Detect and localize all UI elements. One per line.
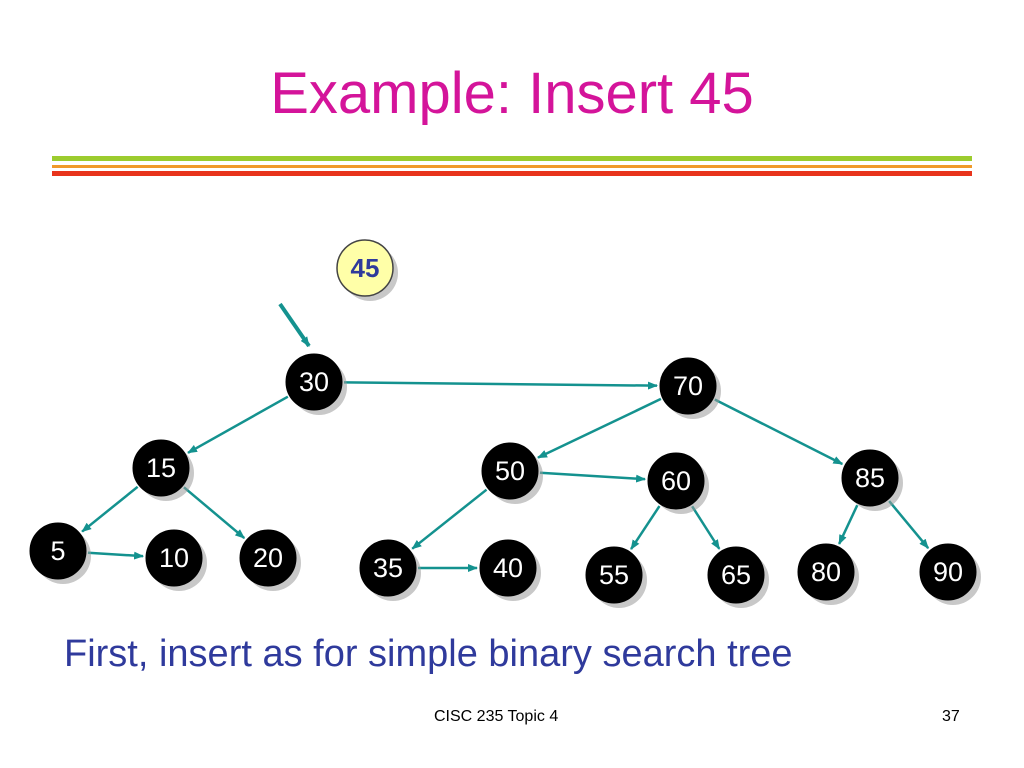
edge-60-to-55: [630, 505, 661, 550]
divider-orange: [52, 165, 972, 168]
node-circle: [336, 239, 394, 297]
node-label: 20: [253, 543, 283, 573]
slide-title: Example: Insert 45: [270, 61, 754, 126]
node-circle: [797, 543, 855, 601]
edge-50-to-60: [539, 471, 647, 483]
edge-15-to-5: [81, 485, 139, 533]
page-number: 37: [942, 708, 960, 725]
tree-node-5: 5: [29, 522, 91, 584]
divider-green: [52, 156, 972, 161]
edge-85-to-90: [888, 500, 930, 549]
tree-node-30: 30: [285, 353, 347, 415]
tree-node-55: 55: [585, 546, 647, 608]
node-circle: [359, 539, 417, 597]
edge-85-to-80: [838, 504, 859, 545]
tree-node-80: 80: [797, 543, 859, 605]
node-label: 80: [811, 557, 841, 587]
node-circle: [132, 439, 190, 497]
tree-node-40: 40: [479, 539, 541, 601]
tree-node-85: 85: [841, 449, 903, 511]
tree-node-15: 15: [132, 439, 194, 501]
node-circle: [841, 449, 899, 507]
edge-5-to-10: [87, 551, 145, 560]
node-label: 10: [159, 543, 189, 573]
edge-60-to-65: [691, 505, 721, 550]
edge-15-to-20: [183, 486, 246, 540]
edge-30-to-15: [187, 395, 289, 454]
tree-node-10: 10: [145, 529, 207, 591]
edge-50-to-35: [411, 488, 488, 550]
new-node-to-insert: 45: [336, 239, 398, 301]
slide-caption: First, insert as for simple binary searc…: [64, 633, 793, 675]
node-label: 85: [855, 463, 885, 493]
edge-30-to-70: [343, 381, 659, 390]
tree-node-65: 65: [707, 546, 769, 608]
node-circle: [707, 546, 765, 604]
node-label: 5: [50, 536, 65, 566]
node-circle: [239, 529, 297, 587]
node-circle: [659, 357, 717, 415]
node-label: 90: [933, 557, 963, 587]
node-label: 35: [373, 553, 403, 583]
insert-pointer-arrow: [278, 302, 311, 348]
node-circle: [647, 452, 705, 510]
footer-course: CISC 235 Topic 4: [434, 708, 559, 725]
node-label: 45: [351, 253, 380, 283]
node-label: 60: [661, 466, 691, 496]
divider-red: [52, 171, 972, 176]
node-label: 15: [146, 453, 176, 483]
tree-node-60: 60: [647, 452, 709, 514]
node-circle: [479, 539, 537, 597]
tree-node-50: 50: [481, 442, 543, 504]
node-circle: [29, 522, 87, 580]
node-label: 30: [299, 367, 329, 397]
node-label: 55: [599, 560, 629, 590]
edge-70-to-85: [714, 398, 844, 466]
node-circle: [585, 546, 643, 604]
edge-70-to-50: [537, 397, 662, 459]
node-circle: [919, 543, 977, 601]
node-circle: [145, 529, 203, 587]
node-label: 70: [673, 371, 703, 401]
tree-node-20: 20: [239, 529, 301, 591]
tree-node-35: 35: [359, 539, 421, 601]
node-label: 50: [495, 456, 525, 486]
tree-node-70: 70: [659, 357, 721, 419]
node-circle: [285, 353, 343, 411]
node-label: 40: [493, 553, 523, 583]
node-label: 65: [721, 560, 751, 590]
node-circle: [481, 442, 539, 500]
tree-node-90: 90: [919, 543, 981, 605]
